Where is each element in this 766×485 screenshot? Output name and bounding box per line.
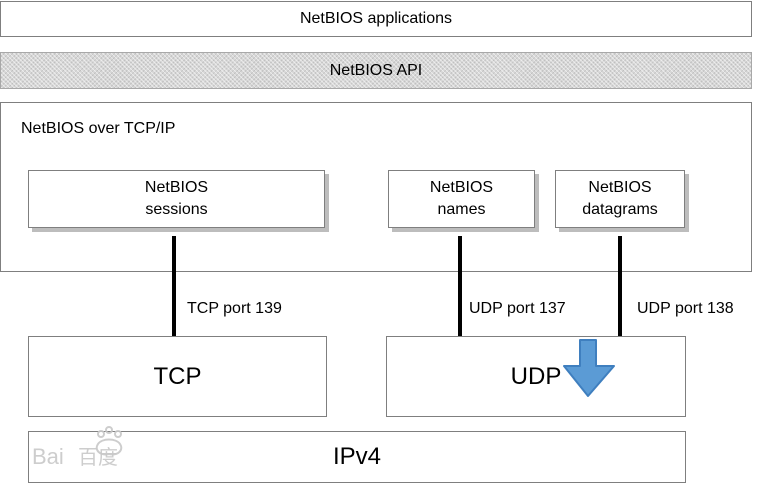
netbios-datagrams-box: NetBIOS datagrams [555,170,685,228]
netbios-names-box: NetBIOS names [388,170,535,228]
ipv4-label: IPv4 [332,443,382,470]
tcp-port-label: TCP port 139 [187,300,282,317]
netbios-sessions-line1: NetBIOS [144,179,209,196]
netbios-datagrams-line2: datagrams [582,201,658,218]
netbios-sessions-line2: sessions [145,201,208,218]
netbios-sessions-box: NetBIOS sessions [28,170,325,228]
netbios-api-layer: NetBIOS API [0,52,752,89]
svg-text:百度: 百度 [78,445,118,469]
tcp-label: TCP [153,362,202,390]
netbios-datagrams-line1: NetBIOS [588,179,652,196]
datagrams-to-udp-line [618,236,622,338]
udp-port-137-label: UDP port 137 [469,300,566,317]
udp-label: UDP [510,362,562,390]
netbios-applications-layer: NetBIOS applications [0,1,752,37]
netbios-names-line1: NetBIOS [429,179,494,196]
udp-box: UDP [386,336,686,417]
svg-text:Bai: Bai [32,444,64,469]
netbios-over-tcpip-label: NetBIOS over TCP/IP [21,120,176,137]
ipv4-box: IPv4 [28,431,686,483]
sessions-to-tcp-line [172,236,176,338]
netbios-api-label: NetBIOS API [329,61,423,79]
baidu-watermark-icon: Bai 百度 [32,426,123,469]
arrow-down-icon [563,339,615,397]
netbios-applications-label: NetBIOS applications [299,10,453,27]
tcp-box: TCP [28,336,327,417]
names-to-udp-line [458,236,462,338]
udp-port-138-label: UDP port 138 [637,300,734,317]
netbios-names-line2: names [437,201,486,218]
